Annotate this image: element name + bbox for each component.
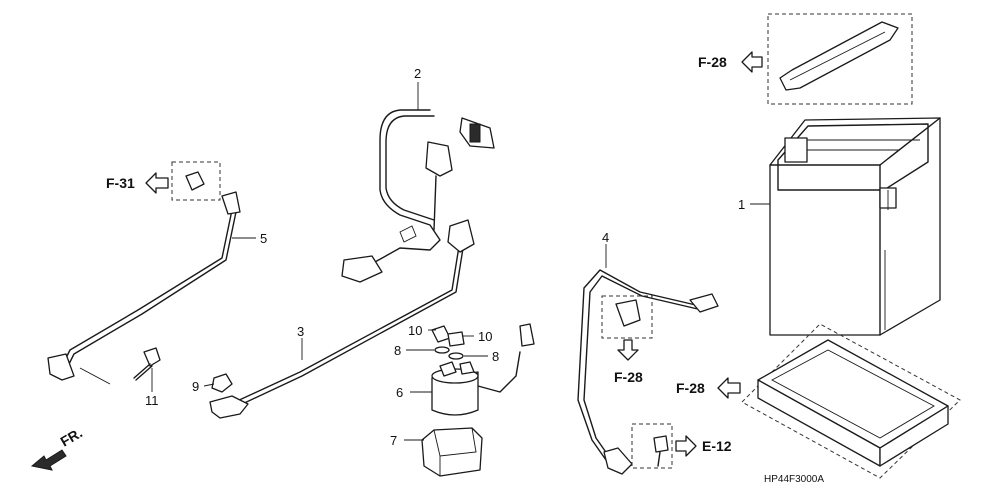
ref-f28-mid: F-28 — [614, 369, 643, 385]
ref-f31: F-31 — [106, 175, 135, 191]
ref-e12: E-12 — [702, 438, 732, 454]
callout-8b: 8 — [492, 349, 499, 364]
callout-4: 4 — [602, 230, 609, 245]
ref-f28-top: F-28 — [698, 54, 727, 70]
callout-3: 3 — [297, 324, 304, 339]
relay-holder — [421, 427, 483, 477]
bolt-11 — [133, 347, 161, 381]
arrow-f31 — [145, 172, 169, 194]
battery — [769, 117, 941, 336]
callout-10b: 10 — [478, 329, 492, 344]
cable-4 — [577, 269, 719, 475]
nut-9 — [211, 373, 233, 393]
battery-strap — [767, 13, 913, 105]
callout-1: 1 — [738, 197, 745, 212]
arrow-f28-top — [741, 51, 763, 73]
ref-f28-right: F-28 — [676, 380, 705, 396]
callout-5: 5 — [260, 231, 267, 246]
arrow-f28-right — [717, 377, 741, 399]
callout-10a: 10 — [408, 323, 422, 338]
arrow-f28-mid — [617, 339, 639, 361]
battery-tray — [741, 323, 961, 479]
cable-3 — [209, 219, 475, 419]
diagram-code: HP44F3000A — [764, 474, 824, 485]
callout-6: 6 — [396, 385, 403, 400]
front-direction-arrow — [30, 449, 67, 471]
callout-7: 7 — [390, 433, 397, 448]
arrow-e12 — [675, 435, 697, 457]
cable-5 — [47, 161, 241, 385]
callout-11: 11 — [145, 393, 159, 408]
starter-relay — [431, 323, 535, 416]
leader-lines — [151, 82, 770, 441]
callout-2: 2 — [414, 66, 421, 81]
sub-harness — [341, 109, 495, 283]
callout-8a: 8 — [394, 343, 401, 358]
callout-9: 9 — [192, 379, 199, 394]
direction-label: FR. — [58, 424, 86, 449]
